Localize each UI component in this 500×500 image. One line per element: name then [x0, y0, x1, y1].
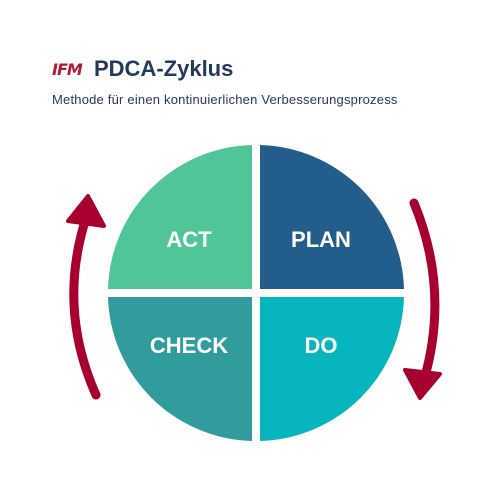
arrow-left-up [66, 194, 106, 400]
header: IFM PDCA-Zyklus [52, 56, 233, 82]
quadrant-label-act: ACT [166, 227, 212, 252]
page-title: PDCA-Zyklus [94, 56, 234, 81]
quadrant-act [108, 145, 252, 289]
quadrant-plan [260, 145, 404, 289]
quadrant-label-check: CHECK [150, 333, 228, 358]
quadrant-check [108, 297, 252, 441]
page-subtitle: Methode für einen kontinuierlichen Verbe… [52, 92, 398, 107]
ifm-logo: IFM [52, 59, 83, 79]
quadrant-label-do: DO [305, 333, 338, 358]
arrow-right-down [403, 198, 442, 400]
quadrant-label-plan: PLAN [291, 227, 351, 252]
quadrant-do [260, 297, 404, 441]
